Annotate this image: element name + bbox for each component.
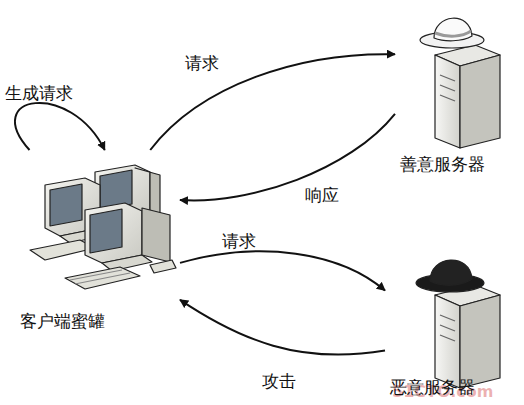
illustrated-node: 客户端蜜罐: [5, 150, 180, 335]
benign-server: [420, 18, 500, 148]
node-label: 恶意服务器: [390, 376, 475, 399]
malicious-server: [416, 260, 500, 388]
computer-cluster: [30, 165, 176, 289]
edge-label: 响应: [305, 184, 339, 207]
node-label: 善意服务器: [400, 153, 485, 176]
illustrated-node: 恶意服务器: [385, 250, 520, 400]
curved-arrow: [180, 114, 395, 201]
curved-arrow: [180, 300, 385, 355]
curved-arrow: [15, 103, 105, 150]
edge-label: 攻击: [262, 370, 296, 393]
illustrated-node: 善意服务器: [395, 5, 520, 175]
curved-arrow: [180, 251, 385, 290]
edge-label: 生成请求: [5, 82, 73, 105]
edge-label: 请求: [222, 230, 256, 253]
edge-label: 请求: [185, 52, 219, 75]
node-label: 客户端蜜罐: [20, 310, 105, 333]
